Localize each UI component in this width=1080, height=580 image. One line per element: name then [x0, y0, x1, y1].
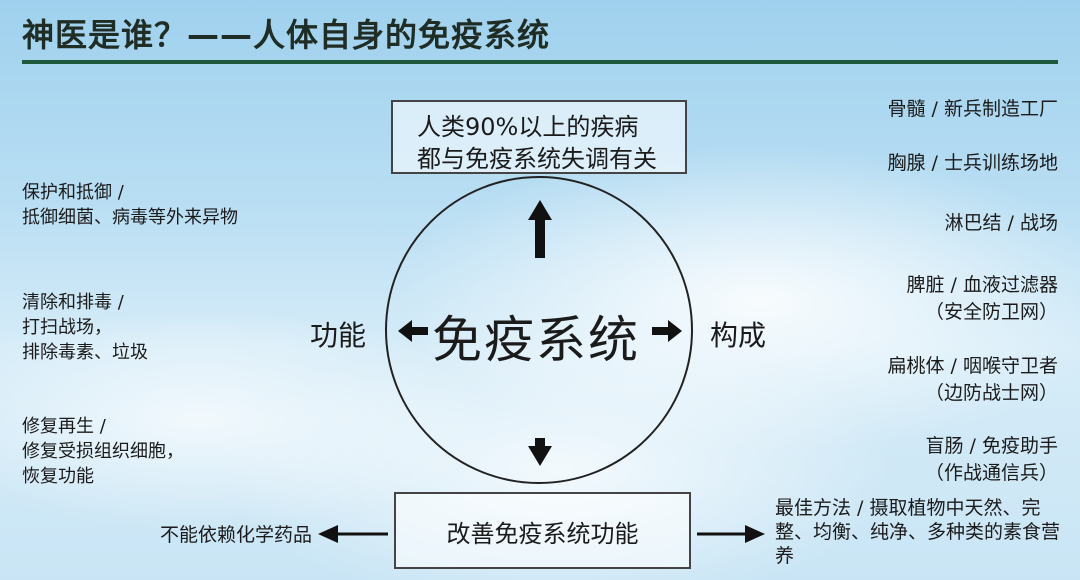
top-box-line1: 人类90%以上的疾病 — [417, 113, 639, 141]
top-box-line2: 都与免疫系统失调有关 — [417, 145, 657, 173]
bottom-right-note: 最佳方法 / 摄取植物中天然、完整、均衡、纯净、多种类的素食营养 — [775, 497, 1061, 567]
function-item-line: 清除和排毒 / — [22, 292, 124, 313]
function-label: 功能 — [310, 319, 367, 352]
component-appendix: 盲肠 / 免疫助手 （作战通信兵） — [925, 433, 1058, 487]
bottom-box-text: 改善免疫系统功能 — [446, 520, 639, 548]
left-arrow — [398, 320, 428, 342]
component-lymph-node: 淋巴结 / 战场 — [945, 210, 1058, 237]
center-label: 免疫系统 — [432, 311, 640, 369]
immune-circle — [385, 176, 693, 484]
component-line: 盲肠 / 免疫助手 — [925, 435, 1058, 457]
function-item-line: 修复受损组织细胞， — [22, 441, 184, 462]
component-line: 胸腺 / 士兵训练场地 — [887, 152, 1058, 174]
component-spleen: 脾脏 / 血液过滤器 （安全防卫网） — [907, 272, 1058, 326]
page-title: 神医是谁？——人体自身的免疫系统 — [22, 16, 551, 54]
bottom-left-note: 不能依赖化学药品 — [160, 524, 313, 546]
component-bone-marrow: 骨髓 / 新兵制造工厂 — [888, 96, 1058, 123]
function-item-protect: 保护和抵御 / 抵御细菌、病毒等外来异物 — [22, 180, 238, 230]
top-box: 人类90%以上的疾病 都与免疫系统失调有关 — [391, 100, 687, 174]
component-line: 骨髓 / 新兵制造工厂 — [887, 98, 1058, 120]
function-item-line: 修复再生 / — [22, 416, 106, 437]
function-item-line: 恢复功能 — [22, 466, 94, 487]
function-item-line: 保护和抵御 / — [22, 182, 124, 203]
function-item-line: 打扫战场， — [22, 317, 112, 338]
function-item-repair: 修复再生 / 修复受损组织细胞， 恢复功能 — [22, 414, 184, 489]
bottom-right-arrow — [697, 525, 765, 543]
down-arrow — [528, 438, 552, 466]
function-item-detox: 清除和排毒 / 打扫战场， 排除毒素、垃圾 — [22, 290, 148, 365]
bottom-box: 改善免疫系统功能 — [394, 492, 691, 569]
right-arrow — [652, 320, 682, 342]
function-item-line: 排除毒素、垃圾 — [22, 342, 148, 363]
up-arrow — [528, 200, 552, 258]
component-thymus: 胸腺 / 士兵训练场地 — [888, 150, 1058, 177]
title-underline — [22, 60, 1058, 64]
function-item-line: 抵御细菌、病毒等外来异物 — [22, 207, 238, 228]
component-line: 脾脏 / 血液过滤器 — [906, 274, 1058, 296]
component-line: （安全防卫网） — [924, 301, 1058, 323]
component-line: （边防战士网） — [924, 382, 1058, 404]
component-line: 扁桃体 / 咽喉守卫者 — [887, 355, 1058, 377]
component-tonsil: 扁桃体 / 咽喉守卫者 （边防战士网） — [888, 353, 1058, 407]
component-line: 淋巴结 / 战场 — [944, 212, 1058, 234]
composition-label: 构成 — [710, 319, 767, 352]
bottom-left-arrow — [318, 525, 388, 543]
component-line: （作战通信兵） — [924, 462, 1058, 484]
